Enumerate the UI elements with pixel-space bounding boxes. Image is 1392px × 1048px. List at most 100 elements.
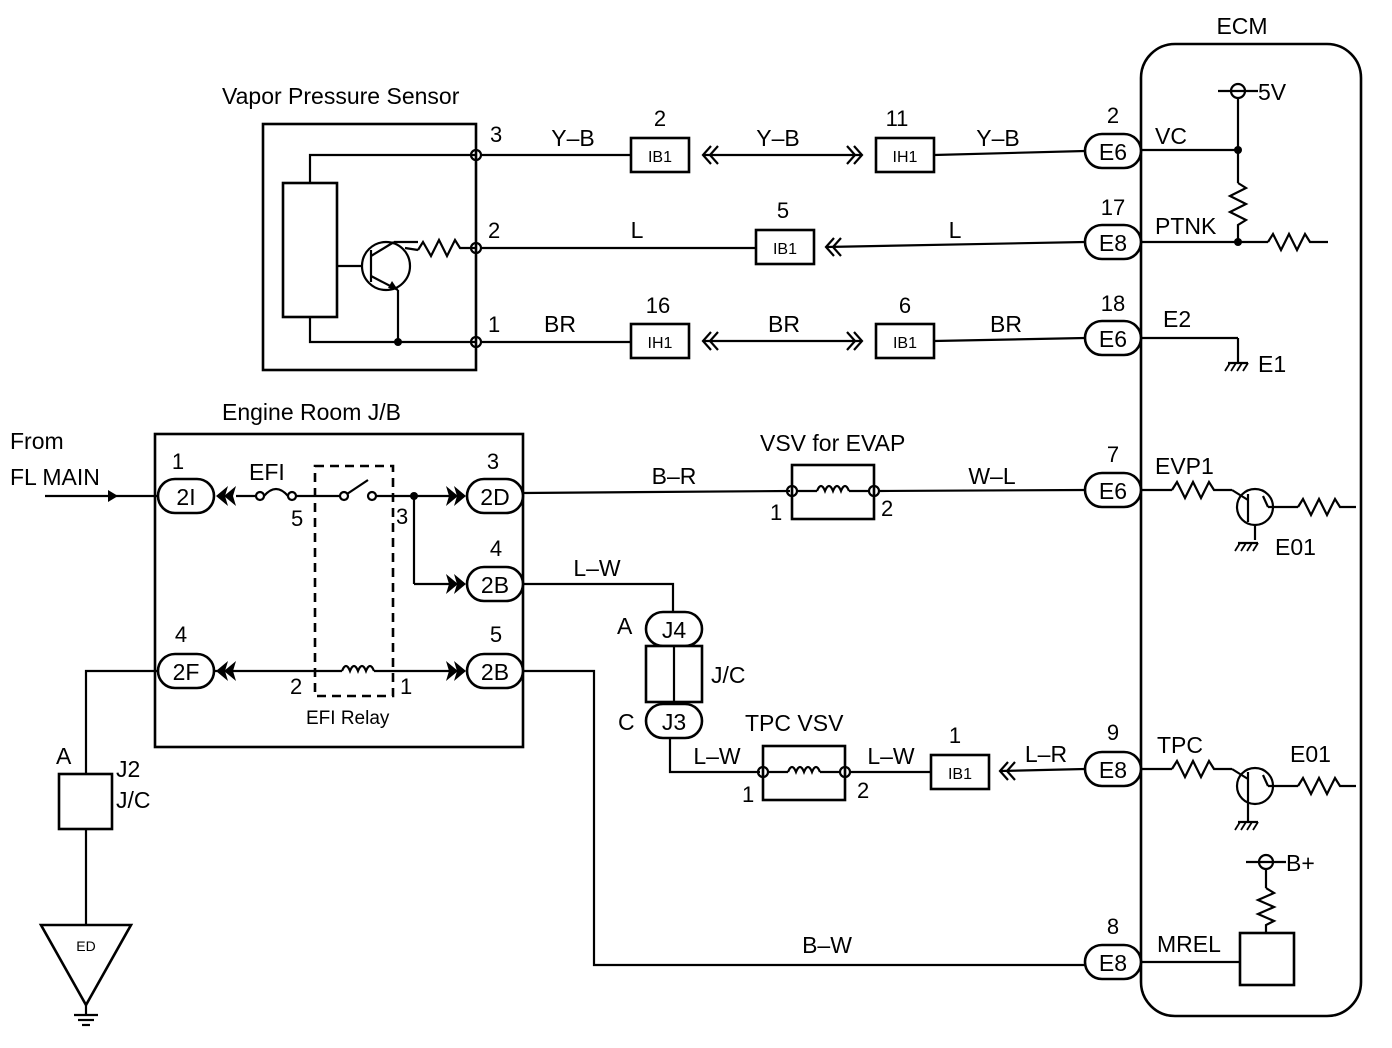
jc-j3-c: C: [618, 709, 635, 735]
jb-conn-2b-a-name: 2B: [481, 572, 509, 598]
ib1-c-name: IB1: [893, 335, 917, 352]
relay-pin-3: 3: [396, 504, 408, 529]
ib1-d-pin: 1: [949, 723, 961, 748]
ih1-a-pin: 11: [886, 106, 909, 131]
wire-br-3: BR: [990, 311, 1022, 337]
terminal-e2: E2: [1163, 306, 1191, 332]
wire-yb-2: Y–B: [756, 125, 799, 151]
jb-conn-2d-pin: 3: [487, 449, 499, 474]
jb-conn-2b-a-pin: 4: [490, 536, 502, 561]
ib1-a-pin: 2: [654, 106, 666, 131]
terminal-evp1: EVP1: [1155, 453, 1214, 479]
wire-br-row: IH1 16 IB1 6 BR BR BR: [481, 293, 1086, 360]
wire-wl-label: W–L: [968, 463, 1016, 489]
relay-pin-2: 2: [290, 674, 302, 699]
wire-l-1: L: [631, 217, 644, 243]
engine-room-jb: Engine Room J/B From FL MAIN 2I 1 EFI 5 …: [10, 399, 525, 749]
jc-j2-a: A: [56, 743, 72, 769]
ecm-conn-6-name: E8: [1099, 950, 1127, 976]
jc-j4-name: J4: [662, 617, 687, 643]
wire-br-2: BR: [768, 311, 800, 337]
ecm-conn-6-pin: 8: [1107, 914, 1119, 939]
jc-j2-name: J2: [116, 756, 140, 782]
wire-yb-row: IB1 2 IH1 11 Y–B Y–B Y–B: [481, 106, 1086, 174]
ecm-conn-1-pin: 2: [1107, 103, 1119, 128]
ecm-evp1-circuit: EVP1 E01: [1141, 453, 1356, 560]
jc-j2-ground: A J2 J/C ED: [38, 669, 158, 1027]
wire-l-2: L: [949, 217, 962, 243]
wire-br-label: B–R: [652, 463, 697, 489]
jb-conn-2f-name: 2F: [173, 659, 200, 685]
ecm-connectors: E6 2 E8 17 E6 18 E6 7 E8 9 E8 8: [1083, 103, 1143, 981]
ecm-title: ECM: [1216, 13, 1267, 39]
ecm-conn-3-name: E6: [1099, 326, 1127, 352]
tpc-vsv-pin1: 1: [742, 782, 754, 807]
ecm-conn-2-pin: 17: [1101, 195, 1125, 220]
sensor-pin-1: 1: [488, 312, 500, 337]
vsv-evap-title: VSV for EVAP: [760, 430, 905, 456]
wire-lw-2: L–W: [693, 743, 741, 769]
jb-conn-2b-b-pin: 5: [490, 622, 502, 647]
ih1-a-name: IH1: [893, 149, 918, 166]
supply-bplus-label: B+: [1286, 850, 1315, 876]
wire-lw-1: L–W: [573, 555, 621, 581]
wire-yb-1: Y–B: [551, 125, 594, 151]
sensor-pin-3: 3: [490, 122, 502, 147]
jb-conn-2i-pin: 1: [172, 449, 184, 474]
wire-lw-3: L–W: [867, 743, 915, 769]
jc-j4-j3-label: J/C: [711, 662, 746, 688]
jb-conn-2f-pin: 4: [175, 622, 187, 647]
ecm-tpc-circuit: TPC E01: [1141, 732, 1356, 832]
ecm-conn-5-name: E8: [1099, 757, 1127, 783]
ecm-vc-ptnk-circuit: 5V VC PTNK: [1141, 79, 1328, 253]
ecm-conn-5-pin: 9: [1107, 720, 1119, 745]
relay-pin-5: 5: [291, 506, 303, 531]
ecm-conn-4-name: E6: [1099, 478, 1127, 504]
fl-main-label: FL MAIN: [10, 464, 100, 490]
bw-circuit: B–W: [523, 669, 1085, 967]
terminal-mrel: MREL: [1157, 931, 1221, 957]
jb-conn-2i-name: 2I: [176, 484, 195, 510]
supply-5v-label: 5V: [1258, 79, 1287, 105]
fuse-efi-label: EFI: [249, 459, 285, 485]
ib1-a-name: IB1: [648, 149, 672, 166]
ib1-c-pin: 6: [899, 293, 911, 318]
jc-j2-label: J/C: [116, 787, 151, 813]
from-label: From: [10, 428, 64, 454]
ecm-conn-1-name: E6: [1099, 139, 1127, 165]
jb-conn-2d-name: 2D: [480, 484, 509, 510]
tpc-vsv-pin2: 2: [857, 778, 869, 803]
terminal-e01-a: E01: [1275, 534, 1316, 560]
wire-br-1: BR: [544, 311, 576, 337]
ground-ed-label: ED: [76, 938, 95, 954]
wire-bw-label: B–W: [802, 932, 852, 958]
wire-lr-label: L–R: [1025, 741, 1067, 767]
tpc-vsv-title: TPC VSV: [745, 710, 844, 736]
terminal-tpc: TPC: [1157, 732, 1203, 758]
ih1-b-name: IH1: [648, 335, 673, 352]
ecm-conn-3-pin: 18: [1101, 291, 1125, 316]
wire-yb-3: Y–B: [976, 125, 1019, 151]
sensor-title: Vapor Pressure Sensor: [222, 83, 460, 109]
jc-j4-a: A: [617, 613, 633, 639]
ecm-conn-2-name: E8: [1099, 230, 1127, 256]
terminal-e1: E1: [1258, 351, 1286, 377]
ib1-d-name: IB1: [948, 766, 972, 783]
ib1-b-pin: 5: [777, 198, 789, 223]
vsv-evap-pin1: 1: [770, 500, 782, 525]
ecm-e2-circuit: E2 E1: [1141, 306, 1286, 377]
vsv-evap-circuit: B–R VSV for EVAP 1 2 W–L: [522, 430, 1086, 525]
vapor-pressure-sensor: Vapor Pressure Sensor 3 2 1: [222, 83, 502, 372]
jc-j4-j3: L–W J4 A J/C J3 C L–W: [523, 555, 760, 774]
ih1-b-pin: 16: [646, 293, 670, 318]
terminal-ptnk: PTNK: [1155, 213, 1217, 239]
jc-j3-name: J3: [662, 709, 686, 735]
relay-pin-1: 1: [400, 674, 412, 699]
jb-conn-2b-b-name: 2B: [481, 659, 509, 685]
terminal-e01-b: E01: [1290, 741, 1331, 767]
ecm-block: ECM: [1139, 13, 1363, 1018]
wire-l-row: IB1 5 L L: [481, 198, 1086, 266]
ecm-mrel-circuit: B+ MREL: [1141, 850, 1315, 987]
terminal-vc: VC: [1155, 123, 1187, 149]
